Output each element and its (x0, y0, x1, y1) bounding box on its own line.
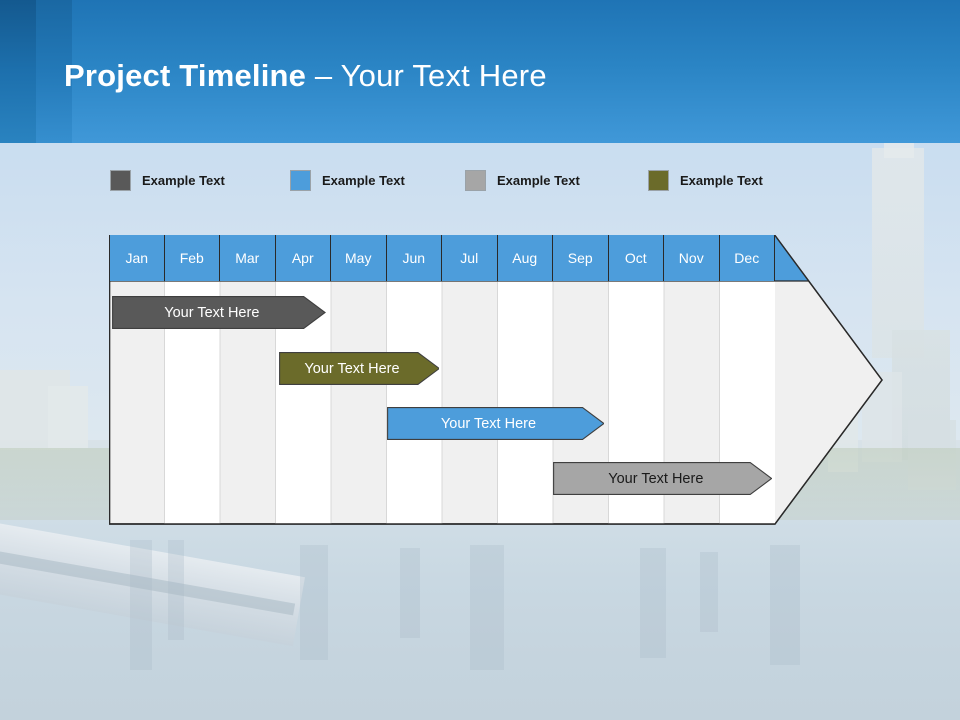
photo-building-tower-1 (872, 148, 924, 358)
month-header-jan[interactable]: Jan (109, 235, 165, 281)
legend-swatch-icon (290, 170, 311, 191)
header-accent-band-dark (0, 0, 36, 143)
task-bar-label: Your Text Here (608, 470, 704, 487)
task-bar-label: Your Text Here (164, 304, 260, 321)
task-bar-label: Your Text Here (304, 360, 400, 377)
month-header-mar[interactable]: Mar (220, 235, 276, 281)
legend-label: Example Text (322, 173, 405, 188)
page-title-light: Your Text Here (340, 58, 547, 93)
legend-label: Example Text (142, 173, 225, 188)
photo-water-reflection (470, 545, 504, 670)
month-header-nov[interactable]: Nov (664, 235, 720, 281)
task-bar-4[interactable]: Your Text Here (553, 462, 773, 495)
legend-swatch-icon (648, 170, 669, 191)
legend-swatch-icon (465, 170, 486, 191)
photo-water-reflection (400, 548, 420, 638)
header-accent-band-mid (36, 0, 72, 143)
month-header-may[interactable]: May (331, 235, 387, 281)
page-title-bold: Project Timeline (64, 58, 307, 93)
task-bar-arrow-icon (112, 296, 326, 329)
task-bar-3[interactable]: Your Text Here (386, 407, 605, 440)
month-header-jul[interactable]: Jul (442, 235, 498, 281)
photo-water-reflection (640, 548, 666, 658)
task-bar-arrow-icon (553, 462, 773, 495)
task-bar-arrow-icon (386, 407, 605, 440)
task-bar-1[interactable]: Your Text Here (112, 296, 326, 329)
legend-item-4[interactable]: Example Text (648, 170, 763, 191)
legend-label: Example Text (680, 173, 763, 188)
month-header-feb[interactable]: Feb (164, 235, 220, 281)
photo-water-reflection (300, 545, 328, 660)
photo-water-reflection (168, 540, 184, 640)
photo-water-reflection (130, 540, 152, 670)
task-bar-arrow-icon (278, 352, 440, 385)
task-bar-label: Your Text Here (440, 415, 537, 432)
task-bar-2[interactable]: Your Text Here (278, 352, 440, 385)
photo-water-reflection (770, 545, 800, 665)
month-header-sep[interactable]: Sep (553, 235, 609, 281)
month-header-aug[interactable]: Aug (497, 235, 553, 281)
month-header-dec[interactable]: Dec (719, 235, 775, 281)
legend-swatch-icon (110, 170, 131, 191)
photo-building-tower-1-top (884, 138, 914, 158)
legend-item-3[interactable]: Example Text (465, 170, 580, 191)
photo-water-reflection (700, 552, 718, 632)
legend-label: Example Text (497, 173, 580, 188)
month-header-apr[interactable]: Apr (275, 235, 331, 281)
slide-header: Project Timeline – Your Text Here (0, 0, 960, 143)
page-title-separator: – (306, 58, 341, 93)
month-header-jun[interactable]: Jun (386, 235, 442, 281)
page-title: Project Timeline – Your Text Here (64, 58, 547, 94)
legend-item-1[interactable]: Example Text (110, 170, 225, 191)
legend-item-2[interactable]: Example Text (290, 170, 405, 191)
photo-building-left-2 (48, 386, 88, 448)
month-header-oct[interactable]: Oct (608, 235, 664, 281)
